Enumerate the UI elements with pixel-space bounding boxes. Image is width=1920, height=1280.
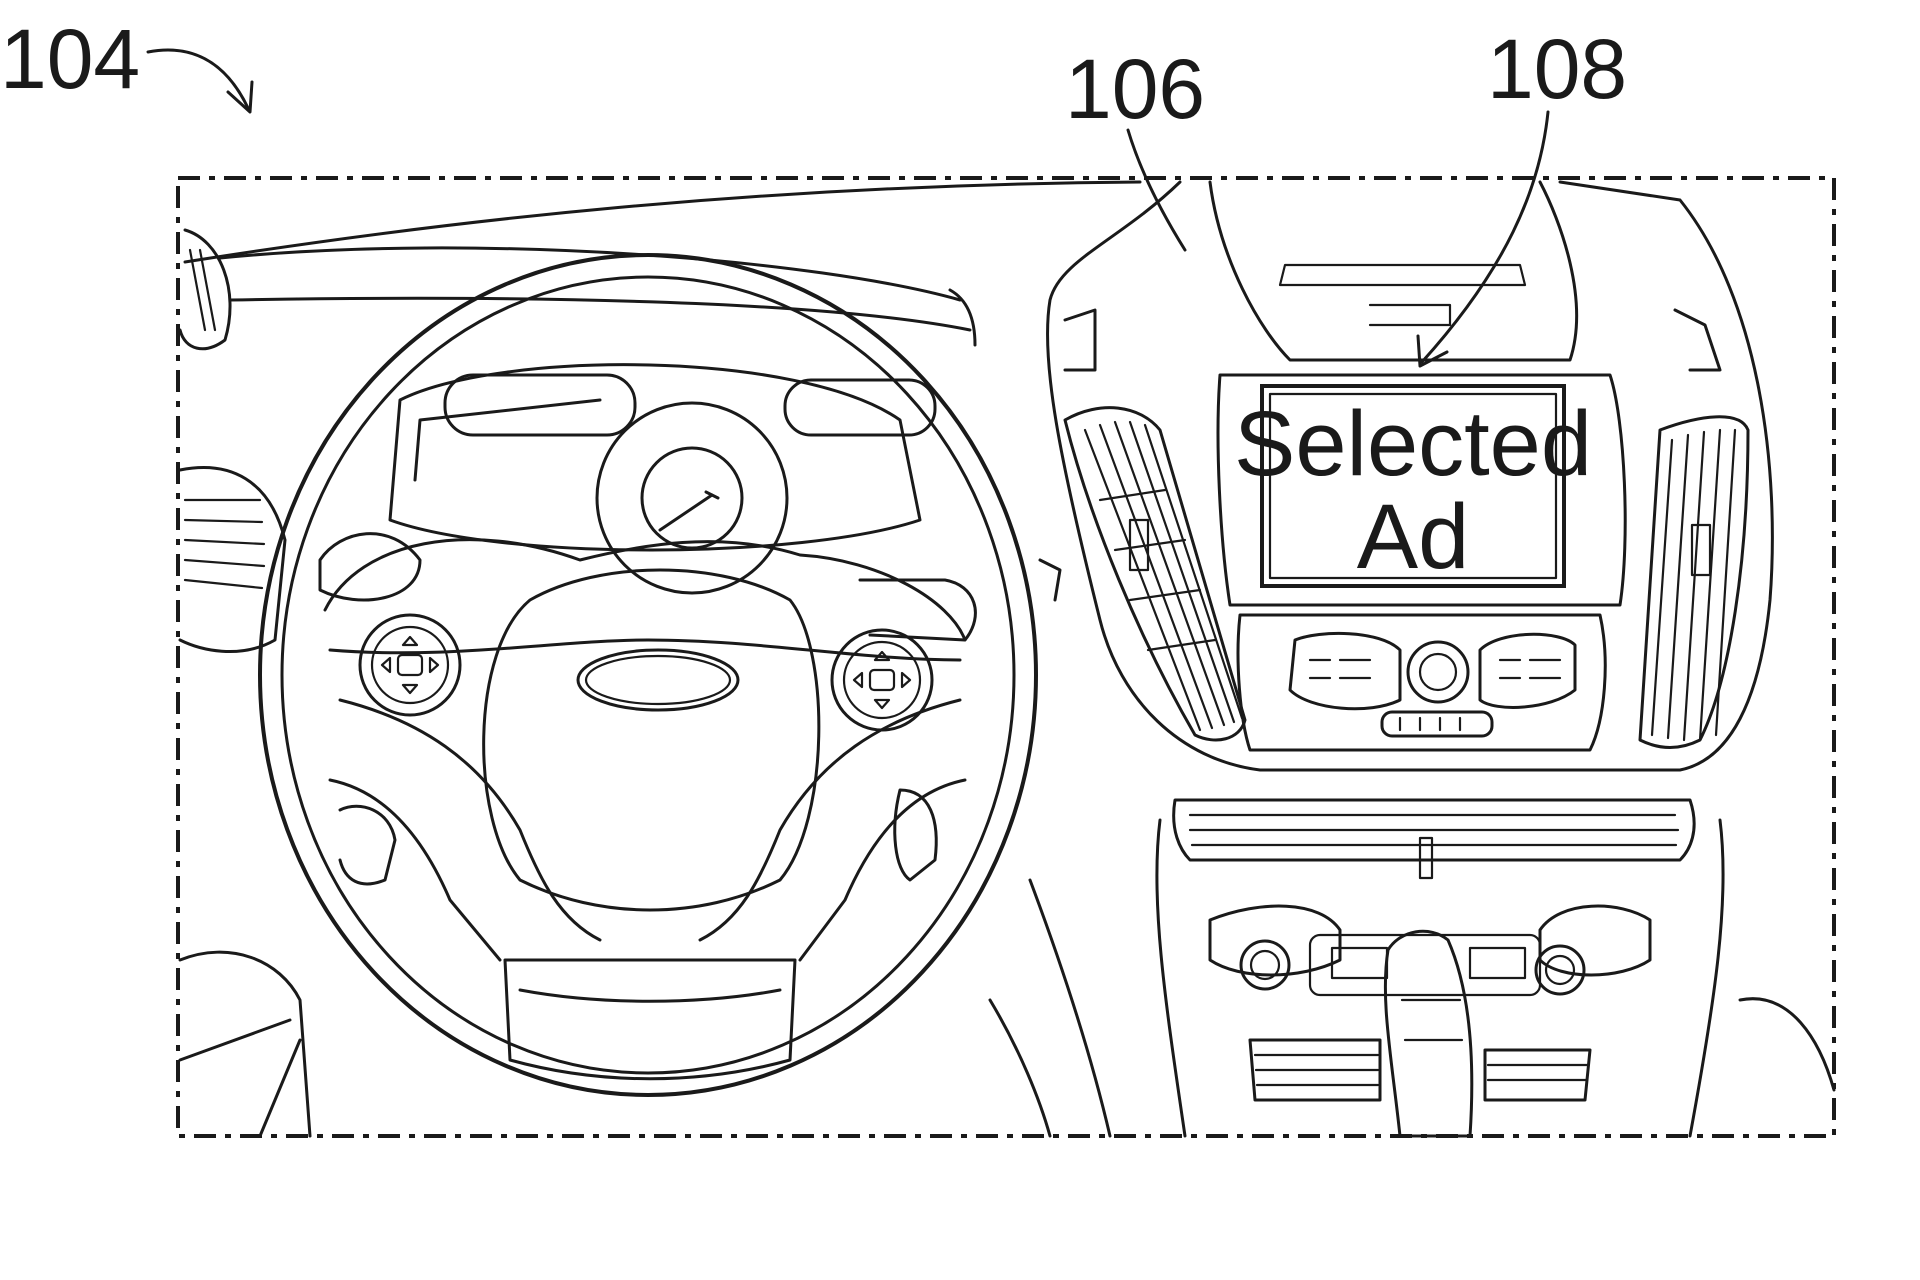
- right-control-pad: [830, 628, 934, 732]
- arrow-104-shaft: [146, 48, 250, 110]
- center-knob: [1406, 640, 1470, 704]
- figure-frame: [176, 176, 1836, 1138]
- left-control-pad: [358, 613, 462, 717]
- arrow-108-head: [1416, 334, 1449, 368]
- emblem: [576, 648, 740, 712]
- arrow-104-head: [226, 80, 254, 114]
- lower-console: [1155, 798, 1836, 1138]
- ref-label-108: 108: [1487, 22, 1627, 116]
- label-106-group: 106: [1065, 42, 1205, 252]
- label-108-group: 108: [1416, 22, 1627, 368]
- ref-label-106: 106: [1065, 42, 1205, 136]
- instrument-cluster: [318, 363, 977, 642]
- leader-line-106: [1126, 128, 1187, 252]
- steering-wheel: [258, 253, 1038, 1097]
- ref-label-104: 104: [0, 12, 140, 106]
- center-console: [1045, 180, 1774, 772]
- arrow-108-shaft: [1420, 110, 1550, 364]
- dashboard-lines: [178, 180, 1142, 1138]
- display-screen: [1260, 384, 1566, 588]
- display-text-line1: Selected: [1234, 393, 1592, 495]
- display-text-line2: Ad: [1357, 486, 1470, 588]
- label-104-group: 104: [0, 12, 254, 114]
